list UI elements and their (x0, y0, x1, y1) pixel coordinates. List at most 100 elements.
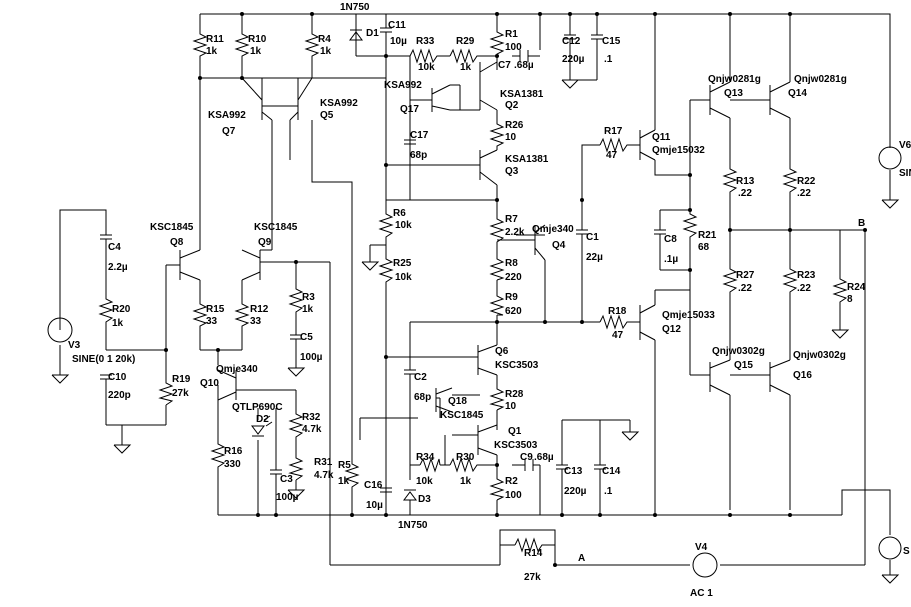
val-r6: 10k (395, 220, 412, 231)
ref-r15: R15 (206, 304, 225, 315)
wires (59, 13, 891, 575)
ref-q4: Q4 (552, 240, 566, 251)
val-q4: Qmje340 (532, 224, 574, 235)
val-r16: 330 (224, 459, 241, 470)
ref-c15: C15 (602, 36, 621, 47)
val-c2: 68p (414, 392, 431, 403)
val-v3: SINE(0 1 20k) (72, 354, 135, 365)
val-q16: Qnjw0302g (793, 350, 846, 361)
val-c8: .1µ (664, 254, 678, 265)
val-r17: 47 (606, 150, 618, 161)
val-d3: 1N750 (398, 520, 428, 531)
ref-q2: Q2 (505, 100, 519, 111)
ref-c3: C3 (280, 474, 293, 485)
val-r13: .22 (738, 188, 752, 199)
val-q7: KSA992 (208, 110, 246, 121)
ref-v4: V4 (695, 542, 708, 553)
val-c16: 10µ (366, 500, 383, 511)
ref-c1: C1 (586, 232, 599, 243)
ref-q5: Q5 (320, 110, 334, 121)
val-r10: 1k (250, 46, 262, 57)
val-q10: Qmje340 (216, 364, 258, 375)
val-d2: QTLP690C (232, 402, 283, 413)
component-labels: R11 1k R10 1k R4 1k 1N750 D1 C11 10µ R33… (68, 2, 911, 599)
ref-q18: Q18 (448, 396, 467, 407)
val-r33: 10k (418, 62, 435, 73)
ref-q1: Q1 (508, 426, 522, 437)
ref-r27: R27 (736, 270, 755, 281)
ref-r25: R25 (393, 258, 412, 269)
ref-r6: R6 (393, 208, 406, 219)
val-q8: KSC1845 (150, 222, 194, 233)
ref-c11: C11 (388, 20, 406, 31)
val-r11: 1k (206, 46, 218, 57)
ref-r34: R34 (416, 452, 435, 463)
val-r23: .22 (797, 283, 811, 294)
val-r15: 33 (206, 316, 218, 327)
ref-r22: R22 (797, 176, 816, 187)
ref-r26: R26 (505, 120, 524, 131)
ref-r14: R14 (524, 548, 543, 559)
ref-r13: R13 (736, 176, 755, 187)
node-label-a: A (578, 553, 585, 564)
ref-q10: Q10 (200, 378, 219, 389)
val-r32: 4.7k (302, 424, 322, 435)
ref-d2: D2 (256, 414, 269, 425)
val-r29: 1k (460, 62, 472, 73)
ref-q7: Q7 (222, 126, 236, 137)
diodes (251, 28, 417, 501)
val-r26: 10 (505, 132, 517, 143)
val-r7: 2.2k (505, 227, 525, 238)
ref-c5: C5 (300, 332, 313, 343)
ref-r28: R28 (505, 389, 524, 400)
val-q9: KSC1845 (254, 222, 298, 233)
ref-c17: C17 (410, 130, 429, 141)
val-c12: 220µ (562, 54, 585, 65)
val-q6: KSC3503 (495, 360, 539, 371)
ref-r32: R32 (302, 412, 321, 423)
ref-r16: R16 (224, 446, 243, 457)
ref-r9: R9 (505, 292, 518, 303)
val-r5: 1k (338, 476, 350, 487)
val-q2: KSA1381 (500, 89, 544, 100)
ref-q9: Q9 (258, 237, 272, 248)
grounds (51, 79, 900, 584)
val-r8: 220 (505, 272, 522, 283)
val-c9: .68µ (534, 452, 554, 463)
ref-c4: C4 (108, 242, 121, 253)
ref-r24: R24 (847, 282, 866, 293)
ref-q15: Q15 (734, 360, 753, 371)
ref-r20: R20 (112, 304, 131, 315)
val-r34: 10k (416, 476, 433, 487)
ref-r3: R3 (302, 292, 315, 303)
val-q11: Qmje15032 (652, 145, 705, 156)
ref-c12: C12 (562, 36, 581, 47)
ref-c9: C9 (520, 452, 533, 463)
ref-d3: D3 (418, 494, 431, 505)
val-c7: .68µ (514, 60, 534, 71)
val-q18: KSC1845 (440, 410, 484, 421)
val-c13: 220µ (564, 486, 587, 497)
val-q1: KSC3503 (494, 440, 538, 451)
ref-c10: C10 (108, 372, 127, 383)
ref-c8: C8 (664, 234, 677, 245)
ref-r1: R1 (505, 29, 518, 40)
ref-d1: D1 (366, 28, 379, 39)
ref-c13: C13 (564, 466, 583, 477)
val-r14: 27k (524, 572, 541, 583)
val-c3: 100µ (276, 492, 299, 503)
val-c5: 100µ (300, 352, 323, 363)
node-label-b: B (858, 218, 865, 229)
ref-v6: V6 (899, 140, 911, 151)
ref-q17: Q17 (400, 104, 419, 115)
val-r19: 27k (172, 388, 189, 399)
val-c4: 2.2µ (108, 262, 128, 273)
ref-c2: C2 (414, 372, 427, 383)
junctions (164, 12, 867, 567)
val-q5: KSA992 (320, 98, 358, 109)
ref-r10: R10 (248, 34, 267, 45)
val-r12: 33 (250, 316, 262, 327)
val-q15: Qnjw0302g (712, 346, 765, 357)
val-c11: 10µ (390, 36, 407, 47)
